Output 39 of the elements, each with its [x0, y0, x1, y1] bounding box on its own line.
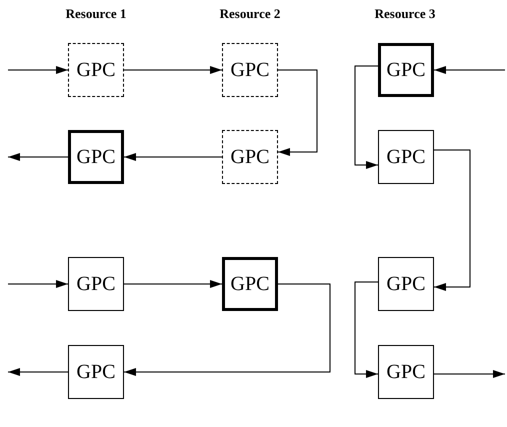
process-box — [222, 43, 278, 97]
process-box — [68, 43, 124, 97]
box-label: GPC — [386, 362, 426, 382]
box-label: GPC — [386, 274, 426, 294]
arrow — [354, 282, 378, 378]
process-box — [222, 257, 278, 311]
process-box — [68, 345, 124, 399]
arrow — [434, 370, 506, 378]
process-box — [378, 257, 434, 311]
process-box — [378, 345, 434, 399]
process-box — [378, 130, 434, 184]
arrow — [434, 66, 506, 74]
arrow — [124, 280, 222, 288]
column-heading: Resource 3 — [374, 6, 436, 22]
box-label: GPC — [76, 147, 116, 167]
box-label: GPC — [230, 147, 270, 167]
box-label: GPC — [230, 60, 270, 80]
box-label: GPC — [386, 60, 426, 80]
box-label: GPC — [386, 147, 426, 167]
arrow — [8, 66, 68, 74]
arrow — [8, 280, 68, 288]
arrow — [434, 150, 470, 291]
process-box — [68, 130, 124, 184]
arrow — [8, 368, 68, 376]
box-label: GPC — [230, 274, 270, 294]
column-heading: Resource 2 — [218, 6, 282, 22]
arrow — [354, 66, 378, 169]
arrow — [124, 153, 222, 161]
arrow — [124, 66, 222, 74]
box-label: GPC — [76, 60, 116, 80]
box-label: GPC — [76, 274, 116, 294]
column-heading: Resource 1 — [64, 6, 128, 22]
arrow — [278, 70, 318, 156]
process-box — [222, 130, 278, 184]
process-box — [68, 257, 124, 311]
box-label: GPC — [76, 362, 116, 382]
arrow — [124, 284, 330, 376]
process-box — [378, 43, 434, 97]
arrow — [8, 153, 68, 161]
